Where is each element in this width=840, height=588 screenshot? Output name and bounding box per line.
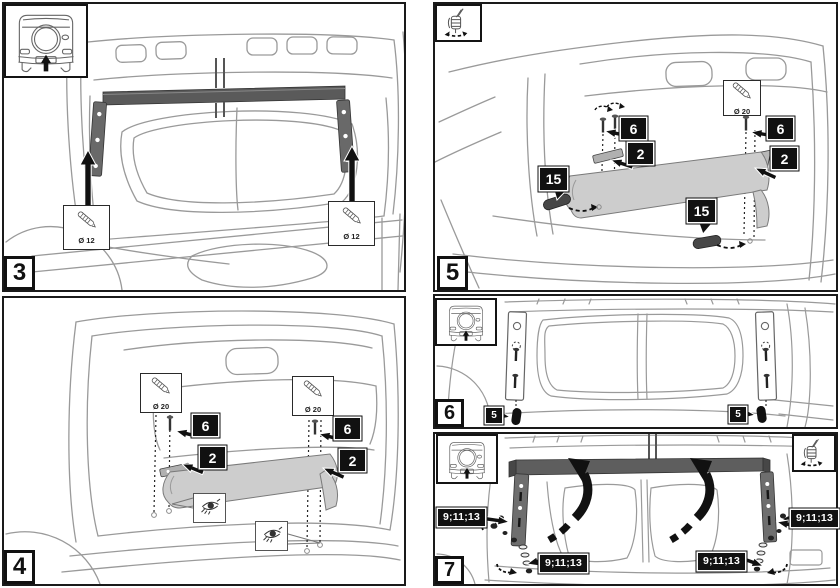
callout-part-6-right: 6 [768,118,793,139]
left-mount-bracket [510,473,530,547]
step-panel-5: Ø 20 6 2 15 6 2 15 5 [433,2,838,292]
right-bracket [754,311,778,401]
screw-right [311,419,319,435]
step-number-6: 6 [435,399,464,427]
rotation-mark [594,105,614,113]
blind-bracket-left [592,148,624,164]
step-number-3: 3 [4,256,35,290]
end-cap-right [692,235,722,249]
drill-bit-icon [148,376,174,401]
callout-part-2-left: 2 [628,143,653,164]
pin-right [756,405,767,423]
cargo-blind [563,151,770,229]
drill-size-callout-right: Ø 20 [292,376,334,416]
hand-tool-inset [792,434,836,472]
callout-part-15-right: 15 [688,200,715,222]
drill-size-callout-right: Ø 12 [328,201,375,246]
eyebox-tails [171,497,321,545]
drill-bit-icon [300,379,326,404]
step-number-7: 7 [435,556,464,584]
visual-check-eye-icon [260,524,284,549]
step-panel-3: Ø 12 Ø 12 3 [2,2,406,292]
callout-part-6-left: 6 [621,118,646,139]
drill-holes [151,508,323,554]
callout-part-6-left: 6 [193,415,218,436]
car-body-lines [5,310,401,584]
step-number-4: 4 [4,550,35,584]
drill-diameter-label: Ø 20 [304,404,322,414]
rear-view-inset [436,434,498,484]
rear-view-inset [435,298,497,346]
visual-check-callout-right [255,521,288,551]
step-number-5: 5 [437,256,468,290]
drill-size-callout-left: Ø 12 [63,205,110,250]
rear-view-inset [4,4,88,78]
drill-bit-icon [74,210,100,235]
center-straps [648,434,657,460]
callout-part-2-right: 2 [772,148,797,169]
callout-part-5-right: 5 [730,407,746,422]
rotate-up-arrow-right [669,458,715,544]
step-panel-7: 9;11;13 9;11;13 9;11;13 9;11;13 7 [433,432,838,586]
drill-diameter-label: Ø 12 [343,232,360,241]
rotate-up-arrow-left [547,458,593,544]
drill-size-callout: Ø 20 [723,80,761,116]
hole-right [747,238,753,244]
screw-right [742,115,750,131]
hole-left [596,204,602,210]
step-panel-4: Ø 20 Ø 20 6 2 6 2 [2,296,406,586]
callout-hardware-upper-right: 9;11;13 [791,510,838,527]
callout-part-6-right: 6 [335,418,360,439]
callout-hardware-lower-left: 9;11;13 [540,555,587,572]
pin-left [511,408,522,426]
screw-left [166,415,174,431]
callout-part-5-left: 5 [486,408,502,423]
panel5-illustration [435,34,836,289]
cargo-blind [162,453,339,511]
callout-hardware-lower-right: 9;11;13 [698,553,745,570]
hardware-left [481,515,533,575]
right-mount-bracket [759,471,778,543]
drill-bit-icon [729,81,755,106]
drill-diameter-label: Ø 12 [78,236,95,245]
visual-check-eye-icon [198,496,222,521]
visual-check-callout-left [193,493,226,523]
callout-hardware-upper-left: 9;11;13 [438,509,485,526]
callout-part-2-left: 2 [200,447,225,468]
insert-motion-arrow-right [716,240,747,249]
left-bracket [504,311,528,401]
drill-size-callout-left: Ø 20 [140,373,182,413]
cross-bar [102,85,346,106]
end-cap-left [543,193,571,211]
center-straps [215,58,225,118]
drill-diameter-label: Ø 20 [152,401,170,411]
screw-left-b [611,114,619,130]
drill-diameter-label: Ø 20 [733,106,751,116]
callout-part-2-right: 2 [340,450,365,471]
car-body-lines [435,34,836,289]
hand-tool-inset [435,4,482,42]
callout-part-15-left: 15 [540,168,567,190]
screw-left-a [599,117,607,133]
drill-bit-icon [339,206,365,231]
step-panel-6: 5 5 6 [433,294,838,429]
cross-bar [508,457,771,478]
left-mount-bracket [88,101,107,177]
panel4-illustration [5,310,401,584]
